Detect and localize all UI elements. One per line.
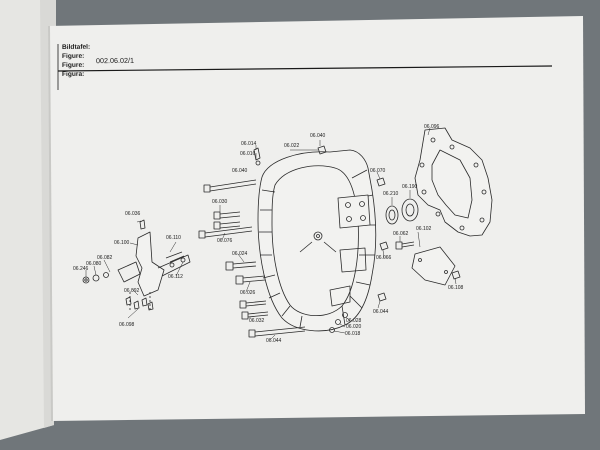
part-label: 06.092 (124, 288, 140, 294)
seal-rings (385, 198, 419, 225)
part-label: 06.018 (345, 331, 361, 337)
part-label: 06.246 (73, 266, 89, 272)
part-label: 06.112 (168, 274, 183, 280)
leader-lines (85, 127, 457, 341)
part-label: 06.036 (125, 211, 141, 217)
bell-housing (257, 149, 377, 332)
part-label: 06.022 (284, 143, 300, 149)
part-label: 06.016 (240, 151, 256, 157)
part-label: 06.190 (402, 184, 418, 190)
part-labels: 06.014 06.016 06.022 06.040 06.096 06.04… (73, 124, 464, 344)
part-label: 06.040 (310, 133, 326, 139)
part-label: 06.024 (232, 251, 248, 257)
part-label: 06.108 (448, 285, 464, 291)
part-label: 06.044 (266, 338, 282, 344)
long-bolts (198, 179, 306, 338)
part-label: 06.026 (240, 290, 256, 296)
part-label: 06.040 (232, 168, 248, 174)
shift-fork-assembly (82, 219, 191, 312)
part-label: 06.096 (424, 124, 440, 130)
part-label: 06.014 (241, 141, 257, 147)
part-label: 06.076 (217, 238, 233, 244)
short-bolts (213, 211, 415, 320)
part-label: 06.210 (383, 191, 399, 197)
part-label: 06.066 (376, 255, 392, 261)
part-label: 06.044 (373, 309, 389, 315)
part-label: 06.080 (86, 261, 102, 267)
header-rule (57, 65, 553, 72)
part-label: 06.100 (114, 240, 130, 246)
part-label: 06.098 (119, 322, 135, 328)
part-label: 06.062 (393, 231, 409, 237)
part-label: 06.070 (370, 168, 386, 174)
part-label: 06.028 (346, 318, 362, 324)
part-label: 06.030 (212, 199, 228, 205)
part-label: 06.020 (346, 324, 362, 330)
part-label: 06.032 (249, 318, 265, 324)
part-label: 06.102 (416, 226, 432, 232)
nuts (253, 145, 461, 333)
part-label: 06.082 (97, 255, 113, 261)
cover-plate-096 (414, 127, 493, 237)
cover-102 (411, 246, 456, 286)
part-label: 06.110 (166, 235, 181, 241)
